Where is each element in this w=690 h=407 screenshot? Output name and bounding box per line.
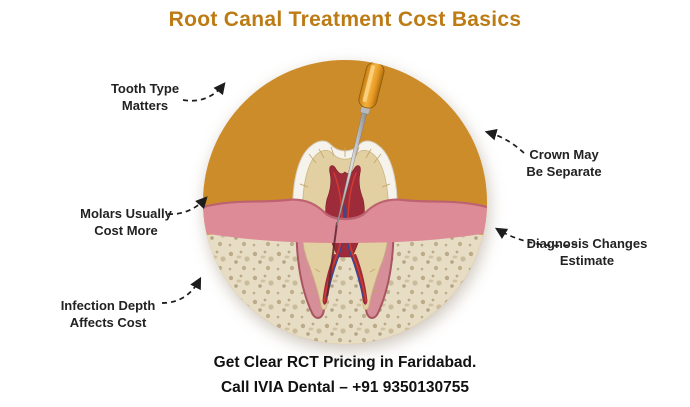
page-title: Root Canal Treatment Cost Basics xyxy=(168,8,522,31)
label-infection-depth: Infection Depth Affects Cost xyxy=(60,298,156,330)
endodontic-file-icon xyxy=(326,62,385,296)
footer-pricing-text: Get Clear RCT Pricing in Faridabad. xyxy=(213,354,477,371)
jaw-bone xyxy=(203,231,487,344)
footer-phone-text: Call IVIA Dental – +91 9350130755 xyxy=(220,379,469,396)
tooth-illustration xyxy=(203,60,487,344)
gum-tissue xyxy=(203,198,487,243)
label-tooth-type-matters: Tooth Type Matters xyxy=(110,81,180,113)
label-molars-cost-more: Molars Usually Cost More xyxy=(80,206,172,238)
label-diagnosis-estimate: Diagnosis Changes Estimate xyxy=(526,236,648,268)
label-crown-separate: Crown May Be Separate xyxy=(526,147,602,179)
